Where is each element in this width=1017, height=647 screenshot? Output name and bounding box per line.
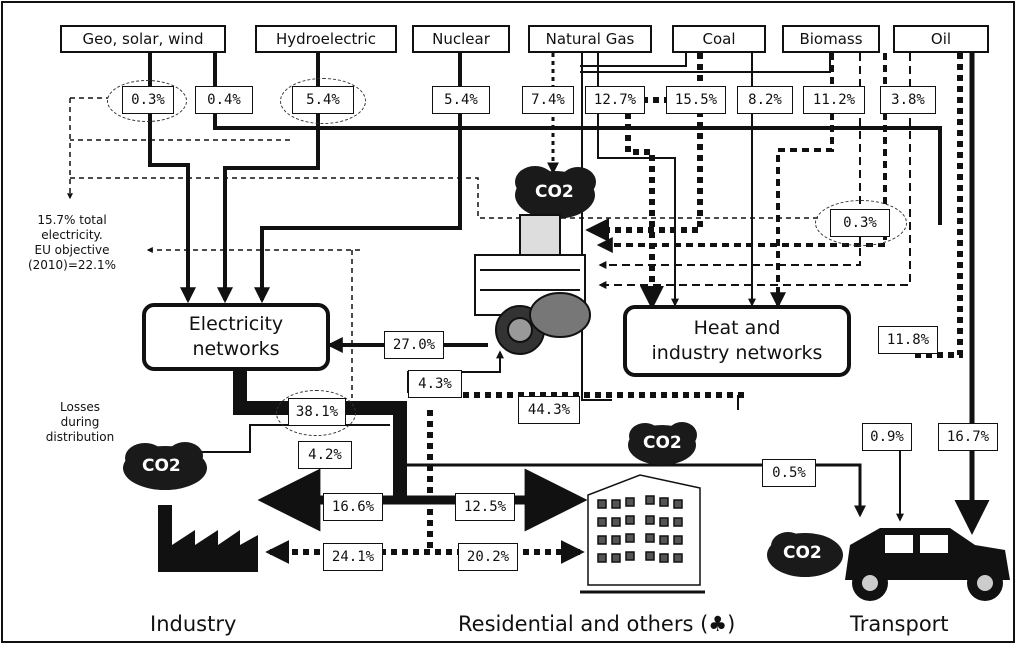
pct-biomass: 11.2% bbox=[803, 86, 865, 114]
pct-oil-a: 3.8% bbox=[880, 86, 936, 114]
pct-geo-a: 0.3% bbox=[122, 86, 174, 114]
pct-coal-a: 15.5% bbox=[666, 86, 726, 114]
pct-heat-to-industry: 24.1% bbox=[323, 543, 383, 571]
pct-elec-total: 38.1% bbox=[288, 398, 346, 426]
source-coal: Coal bbox=[672, 25, 766, 53]
pct-losses: 4.2% bbox=[298, 441, 352, 469]
pct-gas-a: 7.4% bbox=[522, 86, 574, 114]
losses-note: Losses during distribution bbox=[30, 400, 130, 445]
source-nuclear: Nuclear bbox=[412, 25, 510, 53]
power-plant-icon bbox=[475, 215, 590, 354]
pct-heat-total: 44.3% bbox=[518, 396, 580, 424]
co2-label-residential: CO2 bbox=[643, 433, 682, 453]
car-icon bbox=[845, 528, 1010, 601]
pct-elec-to-industry: 16.6% bbox=[323, 493, 383, 521]
pct-oil-to-heat: 11.8% bbox=[878, 326, 938, 354]
pct-oil-to-transport: 16.7% bbox=[938, 423, 998, 451]
co2-label-plant: CO2 bbox=[535, 182, 574, 202]
source-natural-gas: Natural Gas bbox=[528, 25, 652, 53]
pct-elec-to-transport: 0.5% bbox=[762, 459, 816, 487]
factory-icon bbox=[158, 505, 258, 572]
source-oil: Oil bbox=[893, 25, 989, 53]
sector-transport: Transport bbox=[850, 612, 949, 636]
pct-hydro: 5.4% bbox=[292, 86, 354, 114]
source-hydroelectric: Hydroelectric bbox=[255, 25, 397, 53]
renewable-note: 15.7% total electricity. EU objective (2… bbox=[22, 213, 122, 273]
pct-nuclear: 5.4% bbox=[432, 86, 490, 114]
sector-industry: Industry bbox=[150, 612, 236, 636]
co2-label-industry: CO2 bbox=[142, 456, 181, 476]
source-biomass: Biomass bbox=[782, 25, 880, 53]
pct-heat-to-residential: 20.2% bbox=[458, 543, 518, 571]
pct-gas-b: 12.7% bbox=[585, 86, 645, 114]
pct-elec-to-plant: 4.3% bbox=[408, 370, 462, 398]
pct-oil-to-transport-gas: 0.9% bbox=[862, 423, 912, 451]
apartment-building-icon bbox=[580, 475, 705, 592]
pct-elec-to-residential: 12.5% bbox=[455, 493, 515, 521]
pct-geo-b: 0.4% bbox=[195, 86, 253, 114]
pct-coal-b: 8.2% bbox=[737, 86, 793, 114]
pct-renewable-mid: 0.3% bbox=[830, 209, 890, 237]
sector-residential: Residential and others (♣) bbox=[458, 612, 735, 636]
source-geo-solar-wind: Geo, solar, wind bbox=[60, 25, 226, 53]
pct-plant-to-electricity: 27.0% bbox=[384, 331, 444, 359]
co2-label-transport: CO2 bbox=[783, 543, 822, 563]
